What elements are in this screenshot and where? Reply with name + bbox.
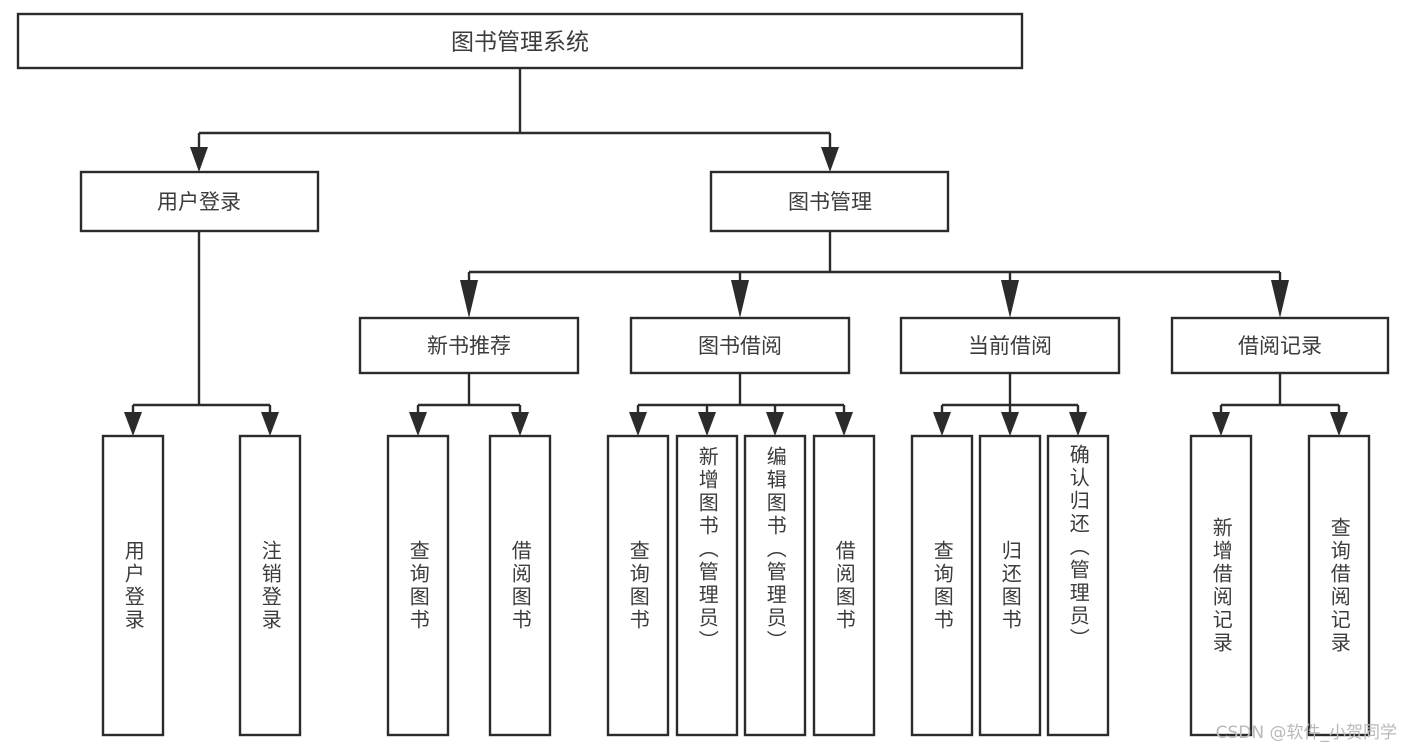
leaf-label-book-borrow-2: 编辑图书（管理员） xyxy=(763,446,788,653)
leaf-label-book-borrow-1: 新增图书（管理员） xyxy=(695,446,720,653)
arrow-head-userlogin-leaf-0 xyxy=(124,412,142,436)
arrow-head-record-leaf-0 xyxy=(1212,412,1230,436)
arrow-head-record-leaf-1 xyxy=(1330,412,1348,436)
arrow-head-user-login xyxy=(190,147,208,172)
node-book-management[interactable] xyxy=(709,170,950,233)
leaf-box-new-book-0[interactable] xyxy=(386,434,450,737)
label-book-management: 图书管理 xyxy=(788,190,872,214)
leaf-label-current-borrow-2: 确认归还（管理员） xyxy=(1066,444,1091,651)
arrow-head-current-leaf-0 xyxy=(933,412,951,436)
arrow-head-book-manage xyxy=(821,147,839,172)
arrow-head-l3-3 xyxy=(1271,280,1289,318)
arrow-head-l3-0 xyxy=(460,280,478,318)
leaf-label-book-borrow-0: 查询图书 xyxy=(626,539,651,632)
arrow-head-newbook-leaf-1 xyxy=(511,412,529,436)
leaf-label-current-borrow-0: 查询图书 xyxy=(930,539,955,632)
leaf-box-book-borrow-1[interactable] xyxy=(675,434,739,737)
node-borrow-record[interactable] xyxy=(1170,316,1390,375)
leaf-box-user-login-1[interactable] xyxy=(238,434,302,737)
leaf-box-current-borrow-2[interactable] xyxy=(1046,434,1110,737)
leaf-label-borrow-record-1: 查询借阅记录 xyxy=(1327,516,1352,655)
arrow-head-current-leaf-2 xyxy=(1069,412,1087,436)
label-current-borrow: 当前借阅 xyxy=(968,334,1052,358)
leaf-box-current-borrow-1[interactable] xyxy=(978,434,1042,737)
node-book-borrow[interactable] xyxy=(629,316,851,375)
leaf-box-book-borrow-3[interactable] xyxy=(812,434,876,737)
node-root-book-management-system[interactable] xyxy=(16,12,1024,70)
leaf-label-user-login-1: 注销登录 xyxy=(258,539,283,632)
leaf-label-user-login-0: 用户登录 xyxy=(121,539,146,632)
horizontal-labels-layer: 图书管理系统 用户登录 图书管理 新书推荐 图书借阅 当前借阅 借阅记录 xyxy=(157,30,1322,359)
connectors-layer xyxy=(124,68,1348,436)
arrow-head-borrow-leaf-3 xyxy=(835,412,853,436)
arrow-head-l3-1 xyxy=(731,280,749,318)
arrow-head-l3-2 xyxy=(1001,280,1019,318)
arrow-head-newbook-leaf-0 xyxy=(409,412,427,436)
node-user-login[interactable] xyxy=(79,170,320,233)
leaf-box-book-borrow-0[interactable] xyxy=(606,434,670,737)
label-borrow-record: 借阅记录 xyxy=(1238,334,1322,358)
label-root: 图书管理系统 xyxy=(451,30,589,56)
arrow-head-userlogin-leaf-1 xyxy=(261,412,279,436)
label-user-login: 用户登录 xyxy=(157,190,241,214)
leaf-label-new-book-1: 借阅图书 xyxy=(508,539,533,632)
leaf-label-new-book-0: 查询图书 xyxy=(406,539,431,632)
leaf-box-borrow-record-1[interactable] xyxy=(1307,434,1371,737)
leaf-box-new-book-1[interactable] xyxy=(488,434,552,737)
leaf-label-current-borrow-1: 归还图书 xyxy=(998,539,1023,632)
arrow-head-current-leaf-1 xyxy=(1001,412,1019,436)
leaf-label-borrow-record-0: 新增借阅记录 xyxy=(1209,516,1234,655)
node-new-book-recommend[interactable] xyxy=(358,316,580,375)
boxes-layer xyxy=(16,12,1390,737)
leaf-box-book-borrow-2[interactable] xyxy=(743,434,807,737)
leaf-box-user-login-0[interactable] xyxy=(101,434,165,737)
leaf-box-borrow-record-0[interactable] xyxy=(1189,434,1253,737)
node-current-borrow[interactable] xyxy=(899,316,1121,375)
arrow-head-borrow-leaf-0 xyxy=(629,412,647,436)
arrow-head-borrow-leaf-1 xyxy=(698,412,716,436)
csdn-watermark: CSDN @软件_小贺同学 xyxy=(1215,723,1397,743)
arrow-head-borrow-leaf-2 xyxy=(766,412,784,436)
leaf-box-current-borrow-0[interactable] xyxy=(910,434,974,737)
label-new-book-recommend: 新书推荐 xyxy=(427,334,511,358)
label-book-borrow: 图书借阅 xyxy=(698,334,782,358)
leaf-label-book-borrow-3: 借阅图书 xyxy=(832,539,857,632)
